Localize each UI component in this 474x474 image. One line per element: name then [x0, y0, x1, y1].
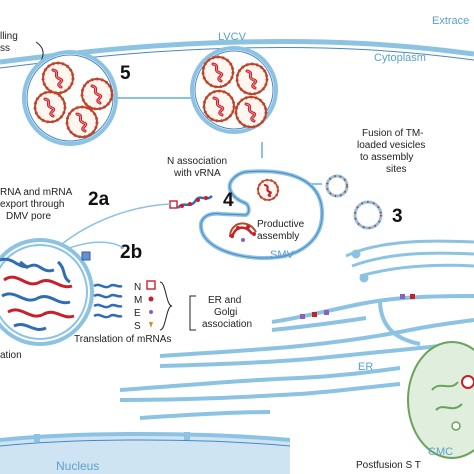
pathway-2a-arrow [61, 203, 171, 245]
fusion-label-1: Fusion of TM- [362, 128, 424, 139]
er-protein-markers [300, 294, 415, 319]
protein-m-label: M [134, 295, 142, 306]
cytoplasm-label: Cytoplasm [374, 52, 426, 64]
protein-e-icon [149, 310, 153, 314]
translation-label: Translation of mRNAs [74, 334, 171, 345]
step-2b-label: 2b [120, 242, 142, 263]
er-golgi-bracket [189, 295, 196, 331]
er-golgi-label-3: association [202, 319, 252, 330]
protein-e-label: E [134, 308, 141, 319]
smv-compartment [199, 169, 325, 261]
n-association-label-1: N association [167, 156, 227, 167]
exocytic-vesicle-left [22, 50, 118, 146]
lvcv-vesicle [190, 46, 278, 134]
fusion-label-4: sites [386, 164, 407, 175]
postfusion-label: Postfusion S T [356, 460, 421, 471]
proteins-bracket [159, 281, 173, 331]
step-5-label: 5 [120, 63, 131, 84]
er-network [119, 294, 474, 420]
protein-n-label: N [134, 282, 141, 293]
productive-label-1: Productive [257, 219, 305, 230]
nucleus-label: Nucleus [56, 459, 99, 473]
tm-vesicles [310, 174, 383, 230]
cmc-label: CMC [428, 446, 453, 458]
step-2a-label: 2a [88, 189, 110, 210]
pathway-2b-arrow [63, 241, 125, 251]
step-4-label: 4 [223, 190, 234, 211]
double-membrane-vesicle [0, 238, 94, 346]
n-association-label-2: with vRNA [173, 168, 221, 179]
fusion-label-3: to assembly [360, 152, 413, 163]
cmc-compartment [407, 341, 474, 459]
extracellular-label: Extrace [432, 15, 469, 27]
golgi-stack [345, 239, 474, 283]
er-golgi-label-1: ER and [208, 295, 241, 306]
n-vrna-complex [169, 195, 213, 209]
protein-m-icon [148, 296, 154, 302]
rna-export-label-3: DMV pore [6, 211, 51, 222]
protein-s-label: S [134, 321, 141, 332]
fusion-label-2: loaded vesicles [357, 140, 425, 151]
nucleus [0, 432, 291, 474]
protein-n-icon [146, 280, 156, 290]
protein-s-icon [149, 322, 153, 328]
step-3-label: 3 [392, 206, 403, 227]
budding-label-bottom: ss [0, 43, 10, 54]
mrna-group [93, 283, 123, 319]
rna-export-label-1: RNA and mRNA [0, 187, 73, 198]
rna-export-label-2: export through [0, 199, 65, 210]
lvcv-label: LVCV [218, 31, 247, 43]
ation-label: ation [0, 350, 22, 361]
er-golgi-label-2: Golgi [214, 307, 237, 318]
er-label: ER [358, 361, 373, 373]
budding-label-top: lling [0, 31, 18, 42]
productive-label-2: assembly [257, 231, 299, 242]
smv-label: SMV [270, 249, 295, 261]
